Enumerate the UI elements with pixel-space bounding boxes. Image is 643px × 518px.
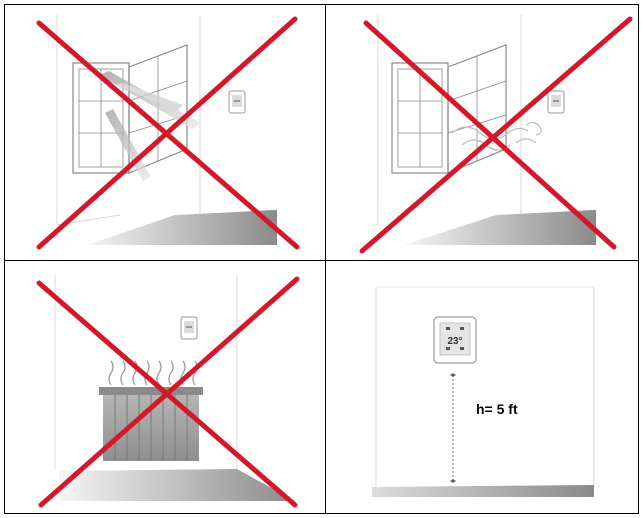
prohibited-cross — [36, 16, 300, 250]
radiator — [99, 387, 203, 461]
placement-guide-grid: 23° h= 5 ft — [4, 4, 639, 514]
panel-window-draft — [326, 5, 638, 261]
panel-radiator-heat — [5, 261, 326, 513]
thermostat-device — [547, 90, 565, 114]
thermostat-device — [180, 316, 198, 340]
sun-rays — [99, 71, 201, 181]
prohibited-cross — [36, 276, 300, 508]
radiator-heat-illustration — [36, 275, 300, 508]
floor — [404, 210, 596, 245]
thermostat-device — [228, 90, 246, 114]
thermostat-device — [433, 316, 477, 364]
panel-window-sun — [5, 5, 326, 261]
panel-correct-placement: 23° h= 5 ft — [326, 261, 638, 513]
height-dimension-line — [450, 373, 456, 483]
correct-placement-illustration: 23° — [372, 286, 595, 497]
window-sun-illustration — [36, 15, 300, 250]
thermostat-temp-display: 23° — [447, 336, 462, 347]
prohibited-cross — [359, 16, 633, 254]
floor — [59, 469, 295, 501]
floor — [372, 485, 594, 497]
window-draft-illustration — [359, 15, 633, 254]
floor — [87, 210, 277, 245]
height-label: h= 5 ft — [476, 401, 518, 417]
